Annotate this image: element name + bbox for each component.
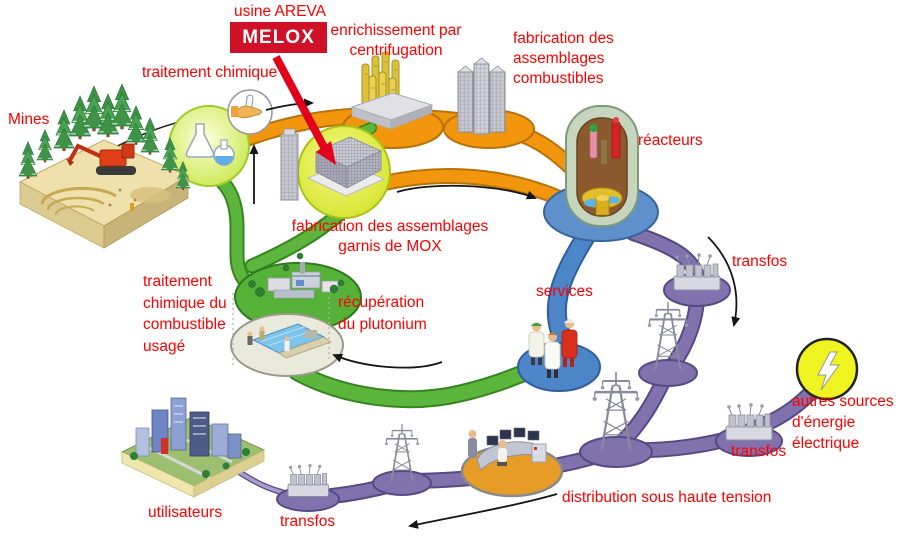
label-reacteurs: réacteurs — [638, 132, 703, 149]
label-fabrication-mox: fabrication des assemblages garnis de MO… — [291, 218, 489, 255]
label-services: services — [536, 283, 593, 300]
transformer-station-3 — [287, 463, 329, 497]
excavator-icon — [66, 143, 136, 175]
label-fabrication-combustibles: fabrication des assemblages combustibles — [513, 30, 614, 87]
melox-label: MELOX — [242, 26, 315, 48]
label-usine-areva: usine AREVA — [234, 3, 326, 20]
chemical-treatment-node — [185, 94, 262, 166]
pylon2-platform — [579, 436, 653, 468]
city-node — [120, 397, 266, 498]
arrow-to-reprocessing — [332, 353, 443, 369]
label-transfos-bottom-left: transfos — [280, 513, 336, 530]
control-room-node — [468, 427, 547, 471]
melox-plant-badge: MELOX — [230, 22, 327, 53]
blue-reactor-services-path — [546, 228, 595, 357]
label-recuperation: récupération du plutonium — [338, 294, 427, 333]
label-autres-sources: autres sources d'énergie électrique — [792, 393, 894, 452]
reprocessing-factory-node — [248, 252, 345, 299]
label-transfos-right-bottom: transfos — [731, 443, 787, 460]
label-traitement-chimique: traitement chimique — [142, 64, 278, 81]
arrow-distribution — [408, 493, 558, 529]
hand-sample-icon — [231, 94, 262, 119]
reactor-node — [565, 105, 639, 227]
pylon1-platform — [638, 359, 698, 387]
enrichment-node — [350, 51, 434, 130]
label-mines: Mines — [8, 111, 50, 128]
flow-arrows — [249, 98, 741, 529]
label-transfos-right-top: transfos — [732, 253, 788, 270]
dashed-guides — [232, 293, 330, 367]
transformer-station-2 — [725, 402, 773, 441]
fuel-assembly-node — [457, 57, 506, 135]
label-distribution: distribution sous haute tension — [562, 489, 772, 506]
pylon3-platform — [372, 470, 432, 496]
spent-fuel-pool-node — [247, 323, 332, 359]
green-recycle-path — [203, 122, 543, 409]
label-traitement-usage: traitement chimique du combustible usagé — [143, 273, 227, 355]
arrow-down-transfos — [707, 236, 741, 327]
lightning-icon — [817, 351, 840, 391]
arrow-to-enrichment — [265, 98, 314, 111]
flask-icon — [185, 123, 235, 166]
mox-assembly-node — [280, 128, 386, 201]
mines-illustration — [18, 83, 191, 249]
label-enrichissement: enrichissement par centrifugation — [330, 22, 462, 59]
label-utilisateurs: utilisateurs — [148, 504, 223, 521]
services-node — [528, 319, 578, 378]
melox-arrow — [272, 55, 336, 165]
arrow-to-reactor — [396, 184, 537, 200]
